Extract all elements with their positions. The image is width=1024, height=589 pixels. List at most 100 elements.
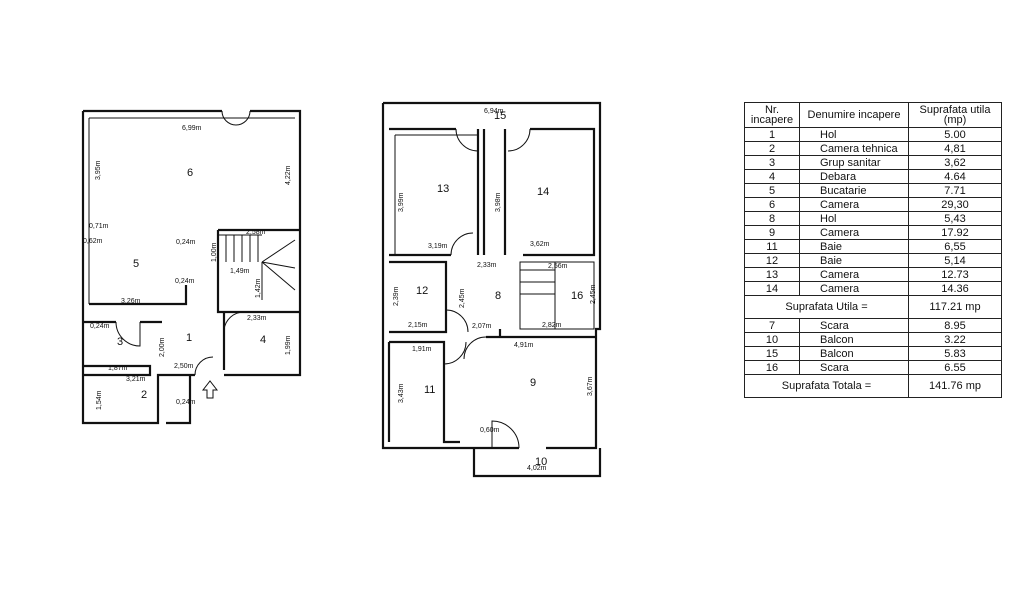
room-number-cell: 3 <box>744 155 800 170</box>
dimension-label: 3,62m <box>530 241 550 248</box>
room-name-cell: Baie <box>799 239 909 254</box>
room-area-cell: 6.55 <box>908 360 1002 375</box>
dimension-label: 3,19m <box>428 243 448 250</box>
dimension-label: 0,24m <box>175 278 195 285</box>
dimension-label: 0,24m <box>90 323 110 330</box>
dimension-label: 0,60m <box>480 427 500 434</box>
room-area-cell: 7.71 <box>908 183 1002 198</box>
dimension-label: 1,49m <box>230 268 250 275</box>
room-area-cell: 29,30 <box>908 197 1002 212</box>
dimension-label: 3,95m <box>95 160 102 180</box>
total-label: Suprafata Utila = <box>744 295 909 319</box>
room-number-cell: 16 <box>744 360 800 375</box>
dimension-label: 1,42m <box>255 278 262 298</box>
room-number-cell: 12 <box>744 253 800 268</box>
dimension-label: 6,99m <box>182 125 202 132</box>
dimension-label: 4,02m <box>527 465 547 472</box>
room-number-cell: 11 <box>744 239 800 254</box>
room-number: 6 <box>187 167 193 179</box>
dimension-label: 2,45m <box>590 284 597 304</box>
room-number: 2 <box>141 389 147 401</box>
room-number-cell: 15 <box>744 346 800 361</box>
dimension-label: 1,91m <box>412 346 432 353</box>
room-number-cell: 5 <box>744 183 800 198</box>
room-name-cell: Camera <box>799 281 909 296</box>
upper-dimensions: 6,94m 3,99m 3,98m 3,19m 3,62m 2,33m 2,56… <box>393 108 597 472</box>
room-area-cell: 8.95 <box>908 318 1002 333</box>
room-number-cell: 1 <box>744 127 800 142</box>
dimension-label: 2,00m <box>159 337 166 357</box>
dimension-label: 1,99m <box>285 335 292 355</box>
dimension-label: 3,43m <box>398 383 405 403</box>
total-value: 117.21 mp <box>908 295 1002 319</box>
room-area-cell: 17.92 <box>908 225 1002 240</box>
room-name-cell: Balcon <box>799 332 909 347</box>
room-number: 9 <box>530 377 536 389</box>
room-name-cell: Scara <box>799 318 909 333</box>
room-number: 15 <box>494 110 506 122</box>
room-number: 8 <box>495 290 501 302</box>
dimension-label: 3,26m <box>121 298 141 305</box>
room-name-cell: Camera <box>799 225 909 240</box>
room-area-cell: 5.00 <box>908 127 1002 142</box>
dimension-label: 4,22m <box>285 165 292 185</box>
dimension-label: 3,99m <box>398 192 405 212</box>
room-area-cell: 6,55 <box>908 239 1002 254</box>
room-number: 4 <box>260 334 266 346</box>
column-header: Denumire incapere <box>799 102 909 128</box>
room-number-cell: 2 <box>744 141 800 156</box>
dimension-label: 3,21m <box>126 376 146 383</box>
dimension-label: 2,58m <box>246 229 266 236</box>
table-header-row: Nr. incapere Denumire incapere Suprafata… <box>744 102 1002 128</box>
dimension-label: 0,24m <box>176 239 196 246</box>
dimension-label: 3,98m <box>495 192 502 212</box>
dimension-label: 0,62m <box>83 238 103 245</box>
dimension-label: 0,71m <box>89 223 109 230</box>
room-area-cell: 5.83 <box>908 346 1002 361</box>
dimension-label: 2,50m <box>174 363 194 370</box>
room-name-cell: Camera tehnica <box>799 141 909 156</box>
room-number-cell: 7 <box>744 318 800 333</box>
dimension-label: 1,87m <box>108 365 128 372</box>
room-number-cell: 8 <box>744 211 800 226</box>
dimension-label: 2,56m <box>548 263 568 270</box>
room-name-cell: Grup sanitar <box>799 155 909 170</box>
dimension-label: 2,15m <box>408 322 428 329</box>
upper-room-numbers: 15 13 14 12 8 16 11 9 10 <box>416 110 583 468</box>
room-number: 10 <box>535 456 547 468</box>
room-number-cell: 4 <box>744 169 800 184</box>
useful-total-row: Suprafata Utila = 117.21 mp <box>744 295 1002 319</box>
room-number: 3 <box>117 336 123 348</box>
dimension-label: 2,45m <box>459 288 466 308</box>
room-name-cell: Scara <box>799 360 909 375</box>
ground-dimensions: 6,99m 3,95m 4,22m 2,58m 1,00m 1,49m 1,42… <box>83 125 292 410</box>
room-number: 11 <box>424 384 435 396</box>
column-header: Suprafata utila (mp) <box>908 102 1002 128</box>
room-number: 1 <box>186 332 192 344</box>
room-number: 13 <box>437 183 449 195</box>
room-name-cell: Balcon <box>799 346 909 361</box>
dimension-label: 2,39m <box>393 286 400 306</box>
ground-floor-plan: 1 2 3 4 5 6 6,99m 3,95m 4,22m 2,58m 1,00… <box>81 109 302 425</box>
dimension-label: 4,91m <box>514 342 534 349</box>
room-number-cell: 6 <box>744 197 800 212</box>
room-name-cell: Baie <box>799 253 909 268</box>
room-number: 16 <box>571 290 583 302</box>
room-name-cell: Debara <box>799 169 909 184</box>
